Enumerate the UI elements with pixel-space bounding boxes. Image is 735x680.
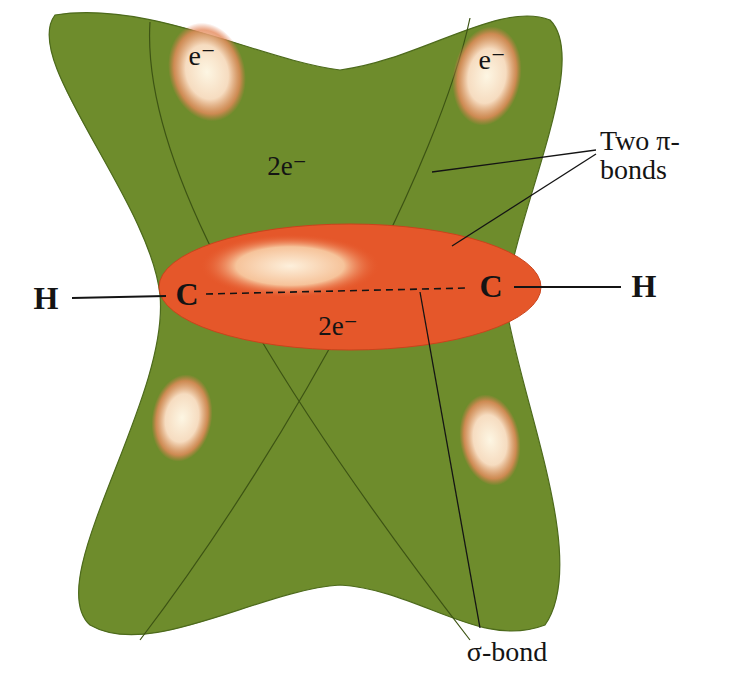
atom-symbol: C <box>175 278 198 312</box>
pi-cloud-shape <box>49 13 562 635</box>
label-slot: σ-bond <box>467 637 547 666</box>
electron-count: e⁻ <box>188 41 215 70</box>
leader-line <box>452 154 596 246</box>
atom-symbol: C <box>479 270 502 304</box>
electron-count: e⁻ <box>478 45 505 74</box>
label-slot: H <box>34 282 59 316</box>
text-slot: C <box>479 270 502 304</box>
bond-axis <box>206 288 468 294</box>
label-slot: Two π-bonds <box>600 126 730 185</box>
text-slot: e⁻ <box>478 45 505 74</box>
text-slot: 2e⁻ <box>267 152 307 180</box>
text-slot: 2e⁻ <box>318 312 358 340</box>
leader-line <box>420 292 480 628</box>
lobe-highlight <box>452 389 527 490</box>
electron-count: 2e⁻ <box>267 152 307 180</box>
lobe-highlight <box>145 369 219 466</box>
lobe-highlight <box>157 14 256 130</box>
c-h-bond <box>514 286 621 288</box>
label-slot: H <box>632 270 657 304</box>
text-slot: C <box>175 278 198 312</box>
lobe-highlight <box>445 21 529 131</box>
sigma-cloud-shape <box>159 224 541 350</box>
pi-bond-label: Two π-bonds <box>600 126 730 185</box>
hydrogen-atom: H <box>34 282 59 316</box>
leader-line <box>432 150 596 172</box>
c-h-bond <box>72 296 166 298</box>
hydrogen-atom: H <box>632 270 657 304</box>
sigma-highlight <box>200 234 380 298</box>
text-slot: e⁻ <box>188 41 215 70</box>
electron-count: 2e⁻ <box>318 312 358 340</box>
sigma-bond-cloud: C 2e⁻ C <box>158 222 543 352</box>
sigma-bond-label: σ-bond <box>467 637 547 666</box>
